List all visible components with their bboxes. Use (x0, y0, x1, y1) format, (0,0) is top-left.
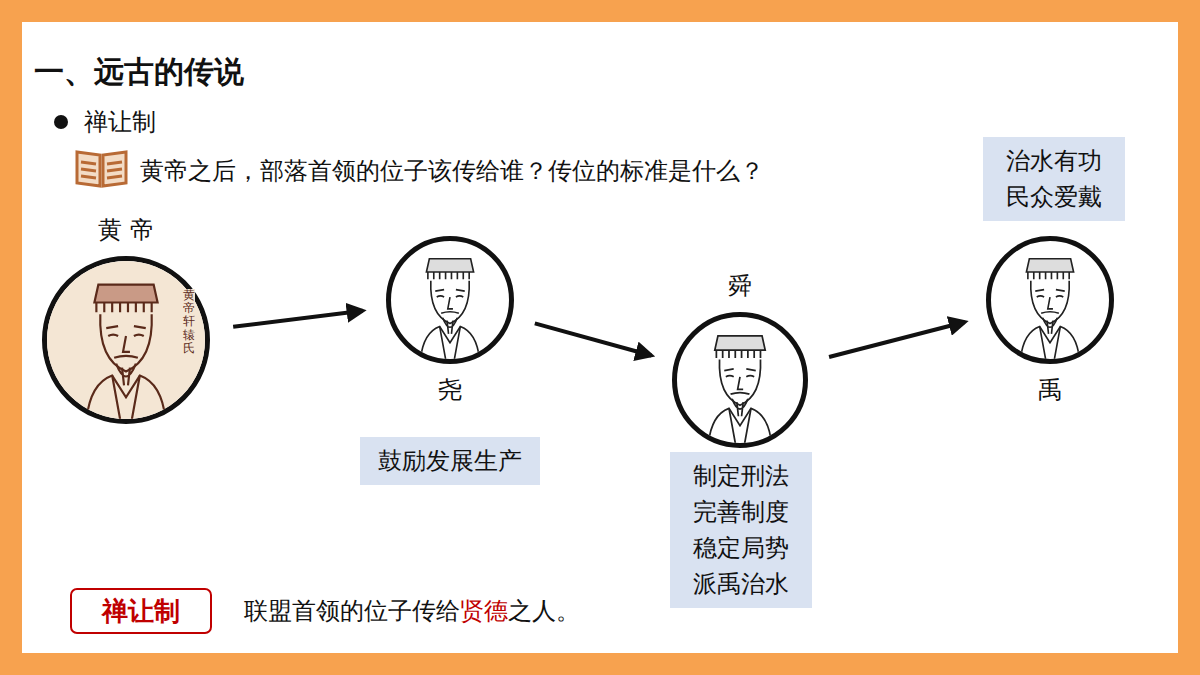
definition-text: 联盟首领的位子传给 (244, 595, 460, 627)
term-text: 禅让制 (102, 596, 180, 626)
portrait-lines (421, 259, 480, 359)
flow-arrow (535, 323, 651, 355)
term-box: 禅让制 (70, 588, 212, 634)
vertical-inscription: 黄帝轩辕氏 (183, 289, 195, 355)
name-caption: 舜 (728, 270, 752, 302)
portrait-illustration (391, 241, 509, 359)
box-text: 鼓励发展生产 (378, 443, 522, 479)
portrait-circle: 尧 (386, 236, 514, 364)
portrait-lines (47, 261, 205, 419)
bullet-heading: 禅让制 (84, 106, 156, 138)
portrait-illustration (991, 241, 1109, 359)
portrait-lines (709, 336, 772, 443)
portrait-illustration (677, 317, 803, 443)
flow-arrow (233, 311, 362, 327)
box-text: 制定刑法 完善制度 稳定局势 派禹治水 (688, 458, 794, 602)
book-icon (77, 152, 126, 186)
bullet-dot (54, 115, 68, 129)
info-box: 制定刑法 完善制度 稳定局势 派禹治水 (670, 452, 812, 608)
question-text: 黄帝之后，部落首领的位子该传给谁？传位的标准是什么？ (140, 155, 764, 187)
info-box: 治水有功 民众爱戴 (983, 137, 1125, 221)
portrait-lines (1021, 259, 1080, 359)
name-caption: 黄 帝 (98, 214, 154, 246)
definition-text: 之人。 (508, 595, 580, 627)
name-caption: 禹 (1038, 374, 1062, 406)
portrait-circle: 禹 (986, 236, 1114, 364)
flow-arrow (829, 322, 965, 357)
portrait-circle: 黄 帝黄帝轩辕氏 (42, 256, 210, 424)
slide-title: 一、远古的传说 (34, 52, 244, 93)
name-caption: 尧 (438, 374, 462, 406)
portrait-circle: 舜 (672, 312, 808, 448)
info-box: 鼓励发展生产 (360, 437, 540, 485)
portrait-illustration (47, 261, 205, 419)
highlight-text: 贤德 (460, 595, 508, 627)
box-text: 治水有功 民众爱戴 (1001, 143, 1107, 215)
